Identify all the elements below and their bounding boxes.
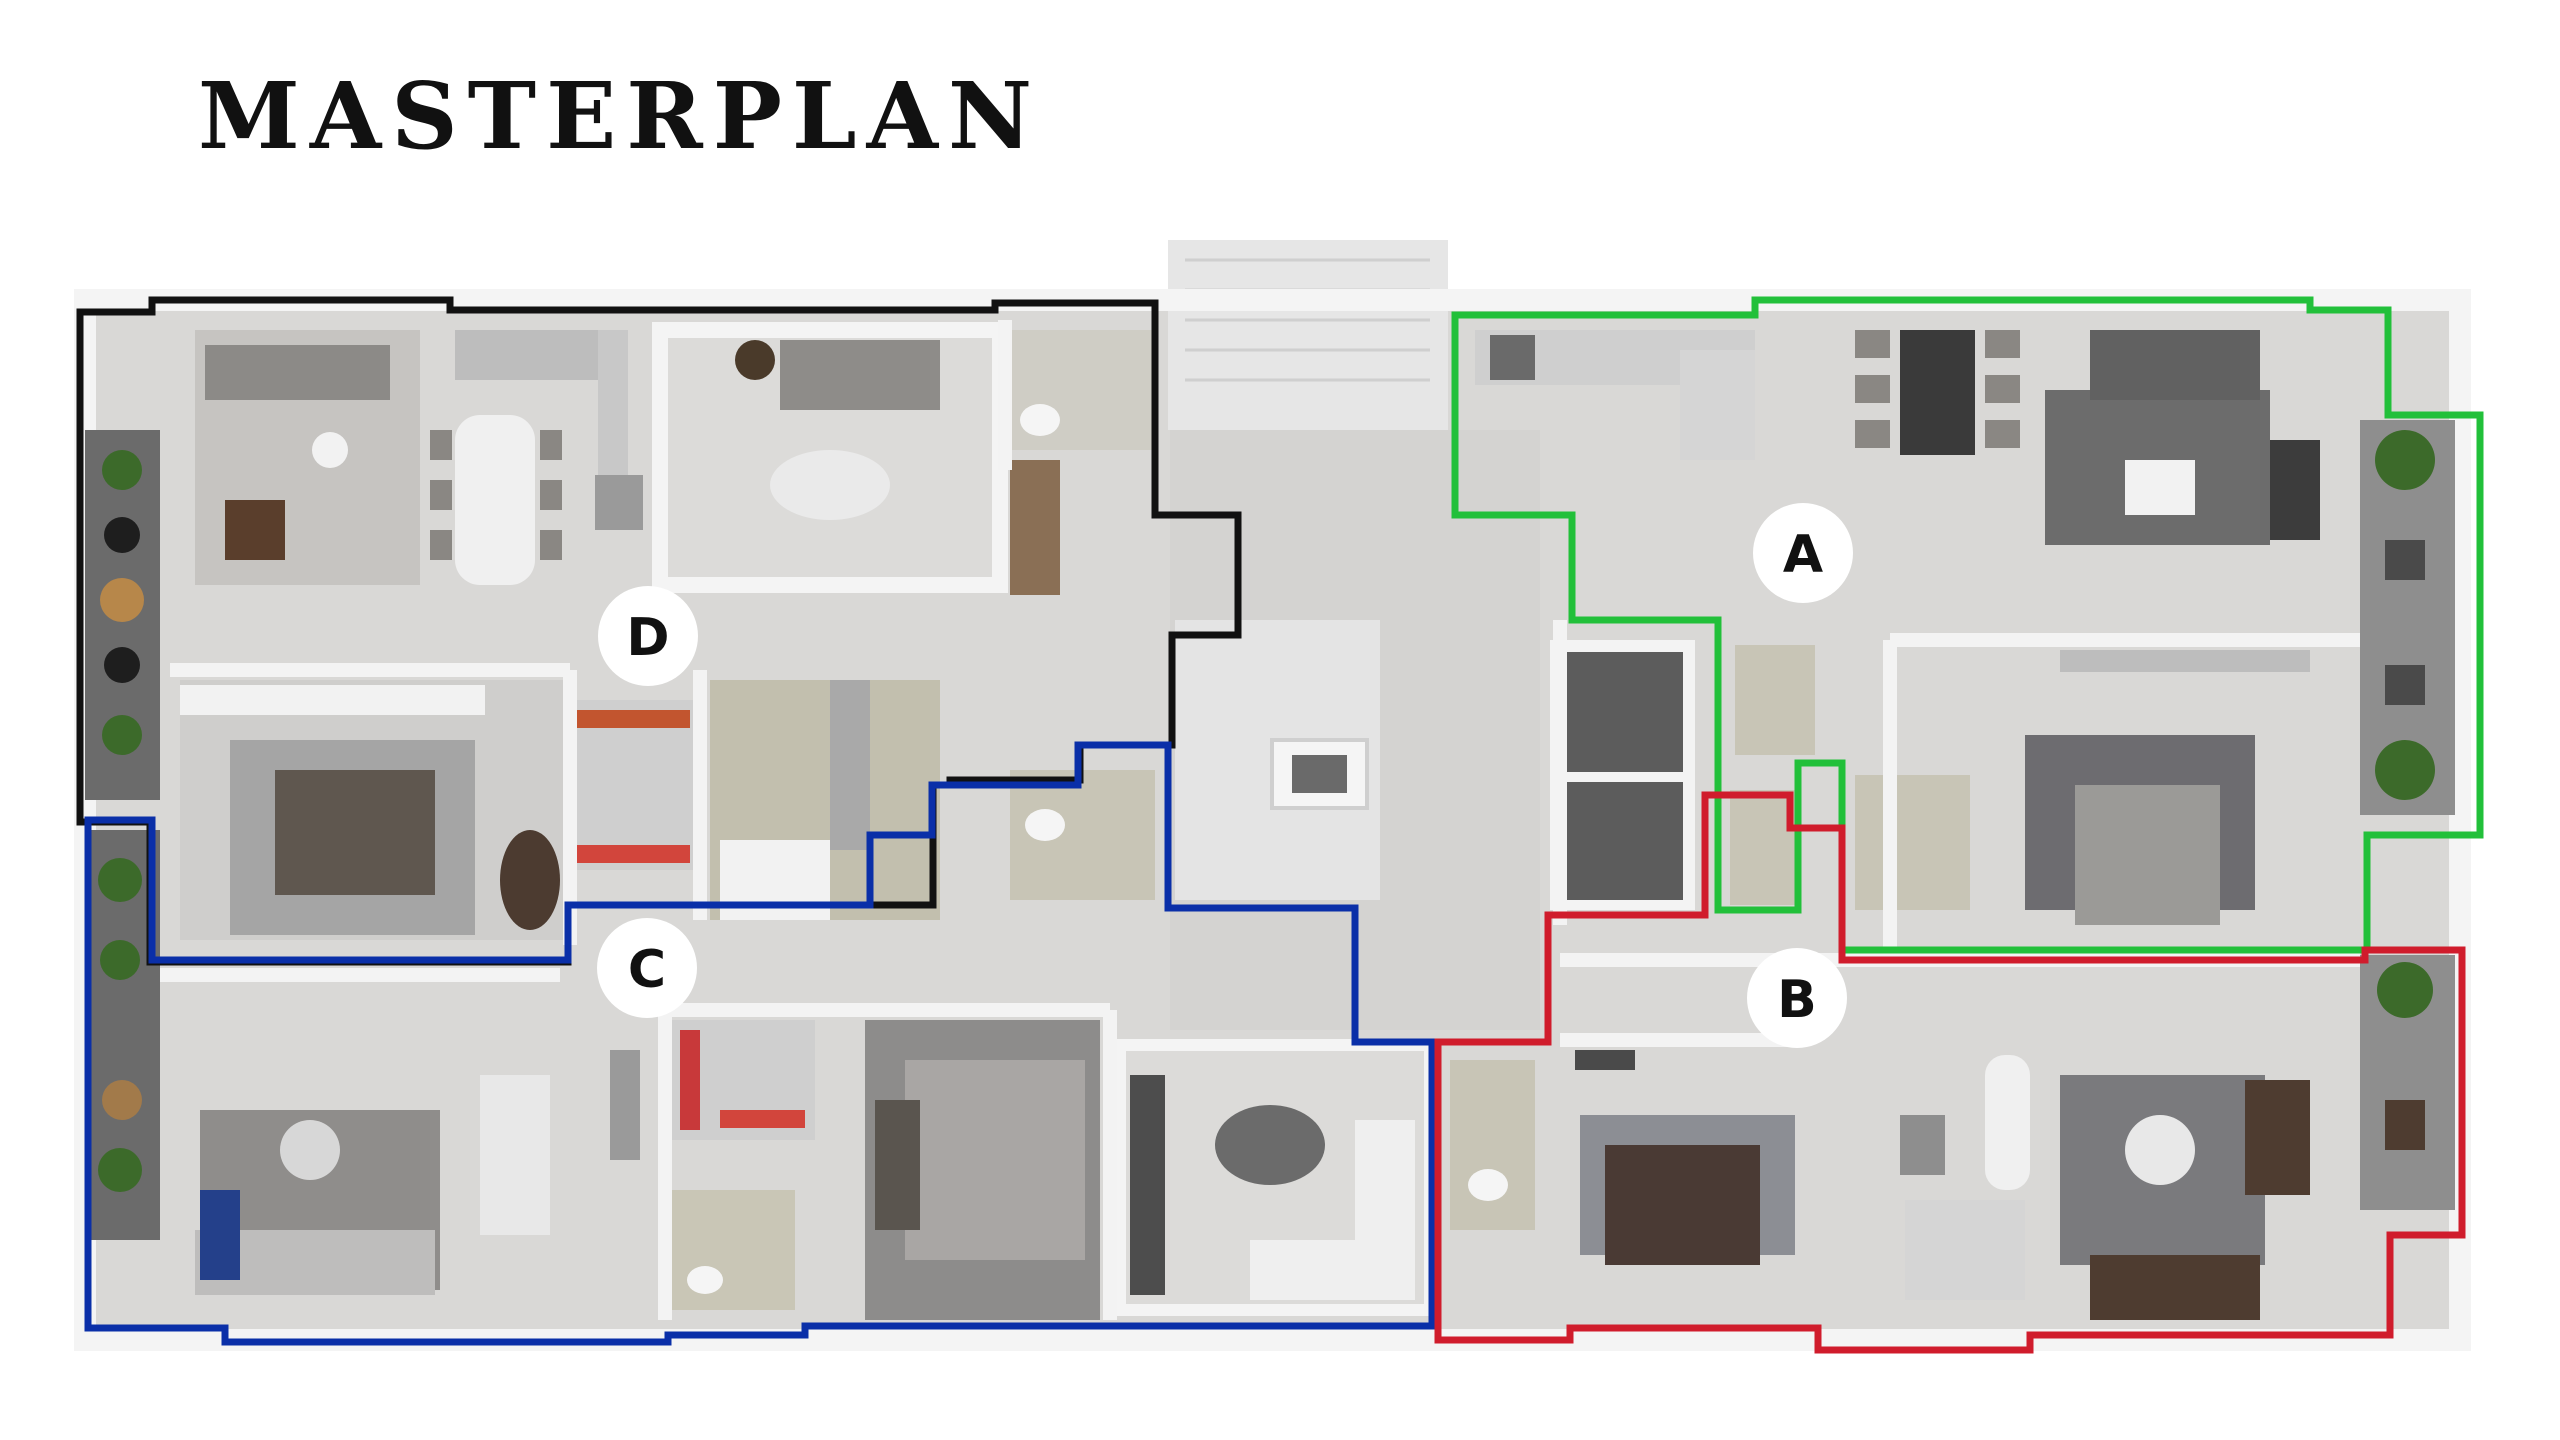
unit-label-d: D: [598, 586, 698, 686]
unit-b-bath-2: [1450, 1060, 1535, 1230]
unit-b-bed: [1605, 1145, 1760, 1265]
unit-b-bath-1: [1730, 790, 1795, 905]
page-title: MASTERPLAN: [198, 62, 1043, 170]
unit-c-bed: [905, 1060, 1085, 1260]
unit-c-bath: [670, 1190, 795, 1310]
unit-label-c: C: [597, 918, 697, 1018]
unit-label-c-text: C: [628, 940, 666, 1000]
unit-a-bath-1: [1735, 645, 1815, 755]
unit-d-kitchen-counter: [455, 330, 625, 380]
interior-walls: [160, 320, 2360, 1320]
unit-a-bed: [2075, 785, 2220, 925]
unit-a-dining-table: [1900, 330, 1975, 455]
unit-b-rooms: [1450, 790, 2455, 1320]
elevator-shaft-1: [1562, 652, 1683, 772]
unit-label-b-text: B: [1777, 970, 1817, 1030]
unit-c-outline: [84, 741, 1436, 1346]
unit-c-rooms: [85, 830, 1436, 1320]
unit-b-dining-table: [1985, 1055, 2030, 1190]
unit-label-d-text: D: [626, 608, 669, 668]
unit-d-rooms: [180, 322, 1155, 940]
unit-d-dining-table: [455, 415, 535, 585]
unit-a-rooms: [1475, 330, 2455, 925]
unit-b-outline: [1434, 791, 2466, 1354]
unit-d-bed: [275, 770, 435, 895]
unit-d-closet: [570, 700, 695, 870]
elevator-shaft-2: [1562, 782, 1683, 900]
unit-label-a-text: A: [1783, 525, 1823, 585]
unit-label-b: B: [1747, 948, 1847, 1048]
unit-a-bath-2: [1855, 775, 1970, 910]
unit-label-a: A: [1753, 503, 1853, 603]
unit-d-balcony: [85, 430, 160, 800]
unit-c-kitchen-island: [480, 1075, 550, 1235]
top-stairwell: [1168, 240, 1448, 430]
